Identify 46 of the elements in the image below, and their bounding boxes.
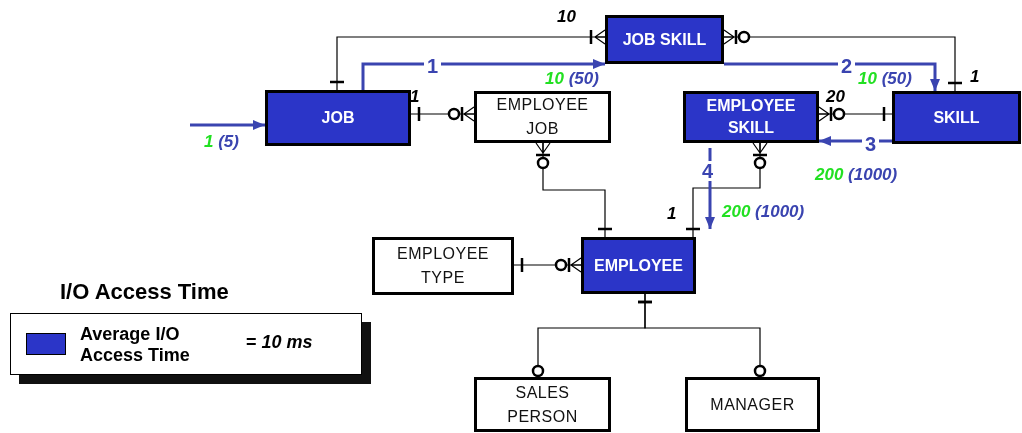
entity-box xyxy=(265,90,411,146)
relationship-line xyxy=(817,105,893,123)
entity-name: EMPLOYEE TYPE xyxy=(396,244,490,288)
access-count-label: 10 (50) xyxy=(545,70,599,87)
access-count-label: 200 (1000) xyxy=(815,166,898,183)
entity-box xyxy=(581,237,696,294)
access-count-label: 200 (1000) xyxy=(722,203,805,220)
cardinality-label: 1 xyxy=(970,68,980,85)
relationship-line xyxy=(534,141,614,238)
step-number: 2 xyxy=(838,56,856,76)
relationship-line xyxy=(328,28,607,91)
step-number: 3 xyxy=(862,134,880,154)
entity-name: SALES PERSON xyxy=(506,382,579,427)
relationship-line xyxy=(722,28,964,92)
entity-box xyxy=(372,237,514,295)
arrow xyxy=(819,136,892,146)
entity-name: EMPLOYEE JOB xyxy=(495,95,590,139)
step-number: 1 xyxy=(424,56,442,76)
cardinality-label: 20 xyxy=(826,88,845,105)
entity-box xyxy=(892,91,1021,144)
relationship-line xyxy=(684,141,769,238)
entity-name: SKILL xyxy=(933,107,980,128)
entity-box xyxy=(474,377,611,432)
legend-text: Average I/O Access Time xyxy=(80,324,191,366)
arrow xyxy=(361,59,605,90)
cardinality-label: 1 xyxy=(667,205,677,222)
arrow xyxy=(724,62,940,91)
arrow xyxy=(190,120,265,130)
access-count-label: 1 (5) xyxy=(204,133,239,150)
entity-box xyxy=(685,377,820,432)
entity-name: JOB SKILL xyxy=(622,29,707,50)
entity-box xyxy=(683,91,819,143)
access-count-label: 10 (50) xyxy=(858,70,912,87)
cardinality-label: 10 xyxy=(557,8,576,25)
relationship-line xyxy=(410,105,476,123)
entity-name: MANAGER xyxy=(710,394,795,415)
entity-name: EMPLOYEE xyxy=(594,255,683,276)
entity-name: JOB xyxy=(321,108,355,128)
relationship-line xyxy=(513,256,583,274)
cardinality-label: 1 xyxy=(410,88,420,105)
entity-box xyxy=(605,15,724,64)
legend-value: = 10 ms xyxy=(246,333,313,351)
entity-name: EMPLOYEE SKILL xyxy=(705,96,797,138)
relationship-line xyxy=(636,293,767,378)
entity-box xyxy=(474,91,611,143)
legend-title: I/O Access Time xyxy=(60,281,229,303)
